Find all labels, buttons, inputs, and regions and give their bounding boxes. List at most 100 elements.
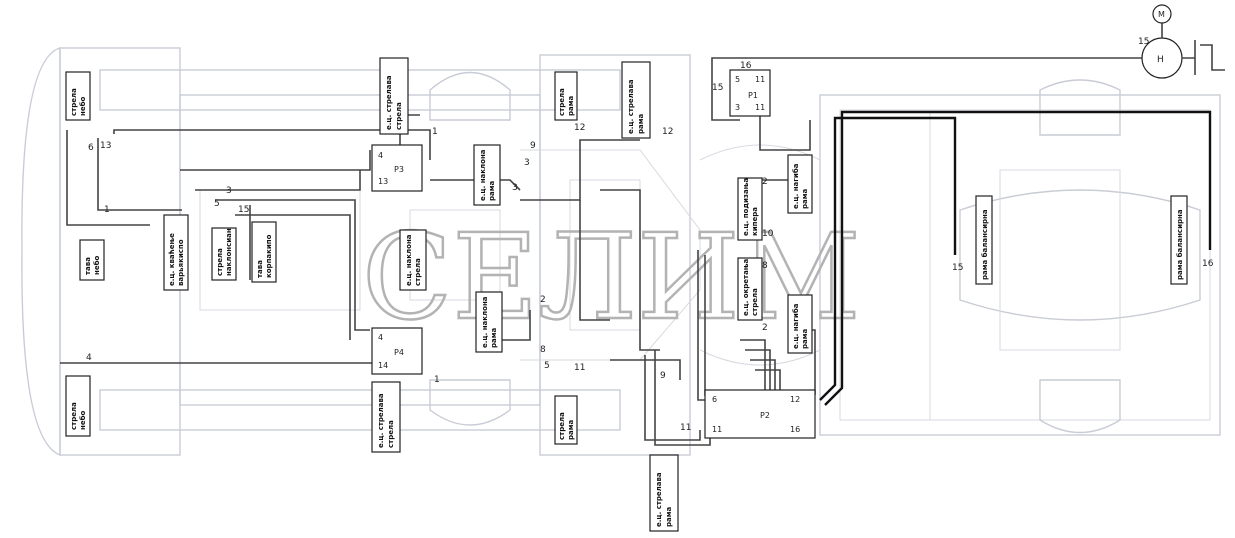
- svg-text:е.ц. стрелaва: е.ц. стрелaва: [377, 393, 385, 448]
- svg-text:рама: рама: [801, 189, 809, 209]
- svg-text:тава: тава: [84, 257, 92, 275]
- svg-text:е.ц. наклона: е.ц. наклона: [479, 149, 487, 201]
- svg-text:рама: рама: [488, 181, 496, 201]
- svg-text:наклонсиан: наклонсиан: [225, 228, 233, 276]
- label-ec-strelasa-right-top: е.ц. стрелaва рама: [621, 61, 651, 139]
- pump-label: H: [1157, 55, 1164, 65]
- svg-text:стрелa: стрелa: [387, 420, 395, 448]
- svg-text:1: 1: [104, 205, 110, 215]
- svg-text:е.ц. стрелaва: е.ц. стрелaва: [385, 75, 393, 130]
- svg-text:9: 9: [530, 141, 536, 151]
- label-ec-nagiba-top: е.ц. нагиба рама: [787, 154, 813, 214]
- svg-text:стрела: стрела: [70, 88, 78, 116]
- label-ec-nagib-top: е.ц. наклона рама: [473, 144, 501, 206]
- svg-text:стрела: стрела: [558, 412, 566, 440]
- label-strela-korpa-2: тава корпакипо: [251, 221, 277, 283]
- svg-text:3: 3: [524, 158, 530, 168]
- distributor-p2: P2 6 11 12 16: [704, 389, 816, 439]
- svg-text:13: 13: [378, 177, 388, 186]
- svg-text:11: 11: [680, 423, 691, 433]
- svg-text:11: 11: [574, 363, 585, 373]
- svg-text:е.ц. окретања: е.ц. окретања: [742, 259, 750, 316]
- wire-numbers: 6 13 1 4 5 3 15 1 1 9 3 3 12 12 2 8 5 11…: [86, 37, 1214, 433]
- svg-text:небо: небо: [93, 256, 101, 275]
- svg-text:12: 12: [790, 395, 800, 404]
- label-ec-okretanje: е.ц. окретања стрела: [737, 257, 763, 321]
- svg-text:3: 3: [512, 183, 518, 193]
- svg-text:15: 15: [238, 205, 249, 215]
- svg-text:P2: P2: [760, 411, 770, 420]
- component-labels: стрела небо стрела небо тава небо е.ц. к…: [65, 57, 1188, 532]
- svg-text:варьякиспо: варьякиспо: [177, 239, 185, 286]
- svg-text:4: 4: [378, 333, 383, 342]
- svg-text:3: 3: [735, 103, 740, 112]
- svg-text:11: 11: [755, 103, 765, 112]
- svg-text:е.ц. наклона: е.ц. наклона: [481, 296, 489, 348]
- svg-text:16: 16: [740, 61, 752, 71]
- label-tava-nebo: тава небо: [79, 239, 105, 281]
- svg-text:е.ц. кваћење: е.ц. кваћење: [168, 233, 176, 286]
- svg-text:рама: рама: [567, 420, 575, 440]
- label-rama-2: рама балансирна: [1170, 195, 1188, 285]
- label-ec-nagiba-bottom: е.ц. нагиба рама: [787, 294, 813, 354]
- svg-text:8: 8: [540, 345, 546, 355]
- svg-text:13: 13: [100, 141, 111, 151]
- svg-text:6: 6: [88, 143, 94, 153]
- svg-text:11: 11: [712, 425, 722, 434]
- svg-text:5: 5: [214, 199, 220, 209]
- svg-text:небо: небо: [79, 411, 87, 430]
- svg-text:15: 15: [1138, 37, 1149, 47]
- label-strela-nebo-bottom: стрела небо: [65, 375, 91, 437]
- svg-text:рама: рама: [490, 328, 498, 348]
- svg-text:1: 1: [434, 375, 440, 385]
- svg-text:е.ц. нагиба: е.ц. нагиба: [792, 303, 800, 349]
- svg-text:6: 6: [712, 395, 717, 404]
- label-strela-nebo-top: стрела небо: [65, 71, 91, 121]
- motor-label: M: [1158, 10, 1165, 19]
- label-strela-rama-top: стрела рама: [554, 71, 578, 121]
- svg-text:е.ц. стрелaва: е.ц. стрелaва: [627, 79, 635, 134]
- svg-text:е.ц. стрелaва: е.ц. стрелaва: [655, 472, 663, 527]
- svg-text:рама балансирна: рама балансирна: [1176, 209, 1184, 280]
- svg-text:16: 16: [790, 425, 800, 434]
- svg-text:14: 14: [378, 361, 388, 370]
- svg-text:9: 9: [660, 371, 666, 381]
- svg-text:тава: тава: [256, 260, 264, 278]
- svg-text:стрела: стрела: [751, 288, 759, 316]
- distributor-p4: P4 4 14: [371, 327, 423, 375]
- svg-text:2: 2: [762, 177, 768, 187]
- svg-text:рама балансирна: рама балансирна: [981, 209, 989, 280]
- svg-text:стрела: стрела: [216, 248, 224, 276]
- svg-text:5: 5: [735, 75, 740, 84]
- distributor-p3: P3 4 13: [371, 144, 423, 192]
- label-ec-podizanje: е.ц. подизања кипера: [737, 177, 763, 241]
- label-rama-1: рама балансирна: [975, 195, 993, 285]
- svg-text:рама: рама: [801, 329, 809, 349]
- svg-text:4: 4: [86, 353, 92, 363]
- svg-text:3: 3: [226, 186, 232, 196]
- label-ec-strelasa-bottom: е.ц. стрелaва стрелa: [371, 381, 401, 453]
- svg-text:5: 5: [544, 361, 550, 371]
- svg-text:12: 12: [662, 127, 673, 137]
- label-ec-nagib-low: е.ц. наклона рама: [475, 291, 503, 353]
- svg-text:рама: рама: [665, 507, 673, 527]
- svg-text:стрела: стрела: [414, 258, 422, 286]
- svg-text:е.ц. подизања: е.ц. подизања: [742, 178, 750, 236]
- label-strela-korpa-1: стрела наклонсиан: [211, 227, 237, 281]
- svg-text:12: 12: [574, 123, 585, 133]
- svg-text:P3: P3: [394, 165, 404, 174]
- svg-text:P4: P4: [394, 348, 404, 357]
- svg-text:11: 11: [755, 75, 765, 84]
- svg-text:рама: рама: [637, 114, 645, 134]
- svg-text:8: 8: [762, 261, 768, 271]
- svg-text:стрела: стрела: [70, 402, 78, 430]
- svg-text:стрела: стрела: [558, 88, 566, 116]
- svg-text:2: 2: [762, 323, 768, 333]
- label-ec-strelasa-right-bottom: е.ц. стрелaва рама: [649, 454, 679, 532]
- distributor-p1: P1 3 5 11 11: [729, 69, 771, 117]
- svg-text:P1: P1: [748, 91, 758, 100]
- svg-text:корпакипо: корпакипо: [265, 234, 273, 278]
- svg-text:небо: небо: [79, 97, 87, 116]
- svg-text:рама: рама: [567, 96, 575, 116]
